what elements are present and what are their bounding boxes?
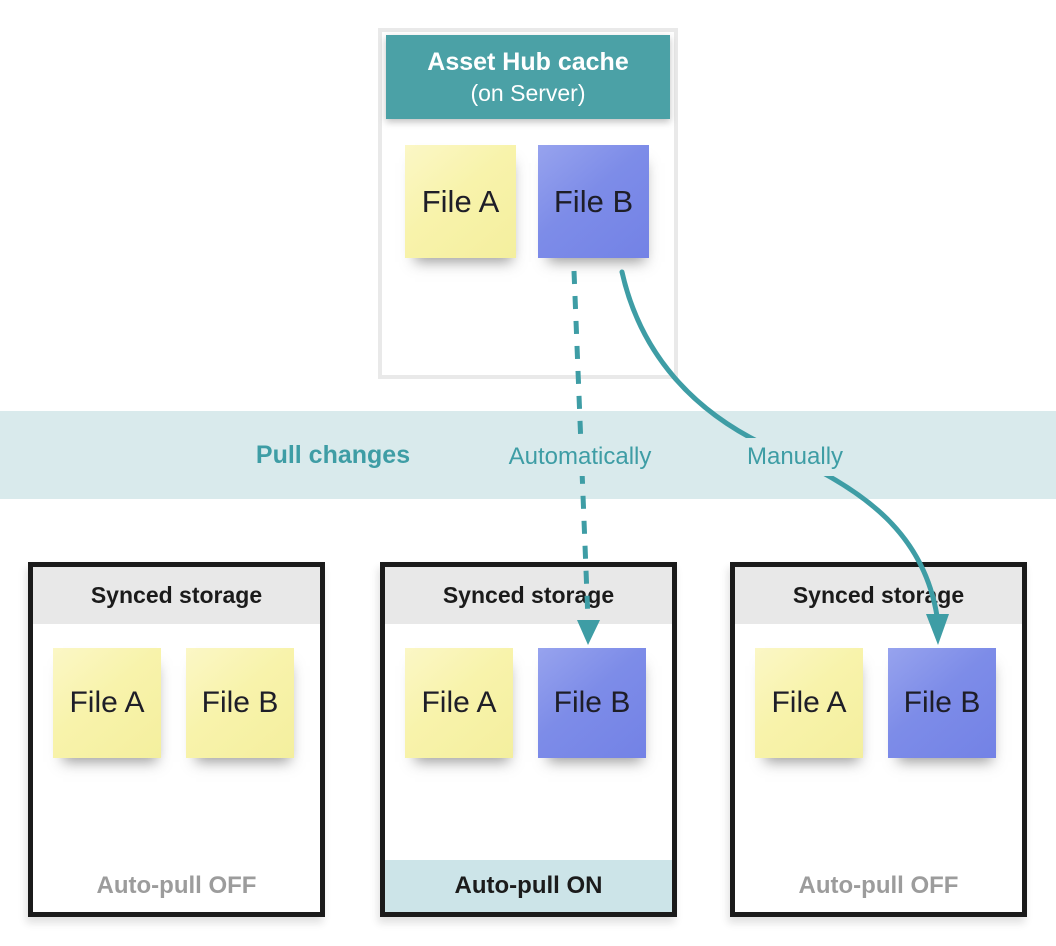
storage-left-file-b-note: File B	[186, 648, 294, 758]
cache-file-a-label: File A	[421, 183, 500, 219]
storage-middle-file-b-label: File B	[553, 686, 631, 719]
asset-hub-cache-subtitle: (on Server)	[470, 80, 586, 106]
storage-right-file-b-label: File B	[903, 686, 981, 719]
asset-hub-cache-header: Asset Hub cache (on Server)	[386, 35, 670, 119]
storage-middle-file-b-note: File B	[538, 648, 646, 758]
storage-left-file-b-label: File B	[201, 686, 279, 719]
cache-file-b-label: File B	[553, 183, 634, 219]
synced-storage-header: Synced storage	[735, 567, 1022, 624]
auto-pull-status: Auto-pull ON	[385, 860, 672, 912]
synced-storage-box-middle: Synced storage File A File B Auto-pull O…	[380, 562, 677, 917]
pull-changes-label: Pull changes	[255, 441, 411, 469]
storage-middle-file-a-label: File A	[421, 686, 497, 719]
storage-middle-file-a-note: File A	[405, 648, 513, 758]
synced-storage-box-left: Synced storage File A File B Auto-pull O…	[28, 562, 325, 917]
storage-right-file-b-note: File B	[888, 648, 996, 758]
storage-left-file-a-note: File A	[53, 648, 161, 758]
auto-pull-status: Auto-pull OFF	[798, 872, 959, 899]
cache-file-b-note: File B	[538, 145, 649, 258]
auto-pull-status: Auto-pull OFF	[96, 872, 257, 899]
synced-storage-header: Synced storage	[33, 567, 320, 624]
cache-file-a-note: File A	[405, 145, 516, 258]
asset-hub-cache-title: Asset Hub cache	[427, 48, 629, 76]
storage-right-file-a-note: File A	[755, 648, 863, 758]
storage-left-file-a-label: File A	[69, 686, 145, 719]
manually-label: Manually	[736, 438, 854, 476]
synced-storage-box-right: Synced storage File A File B Auto-pull O…	[730, 562, 1027, 917]
synced-storage-header: Synced storage	[385, 567, 672, 624]
asset-hub-cache-box: Asset Hub cache (on Server) File A File …	[378, 28, 678, 379]
storage-right-file-a-label: File A	[771, 686, 847, 719]
automatically-label: Automatically	[498, 438, 662, 476]
